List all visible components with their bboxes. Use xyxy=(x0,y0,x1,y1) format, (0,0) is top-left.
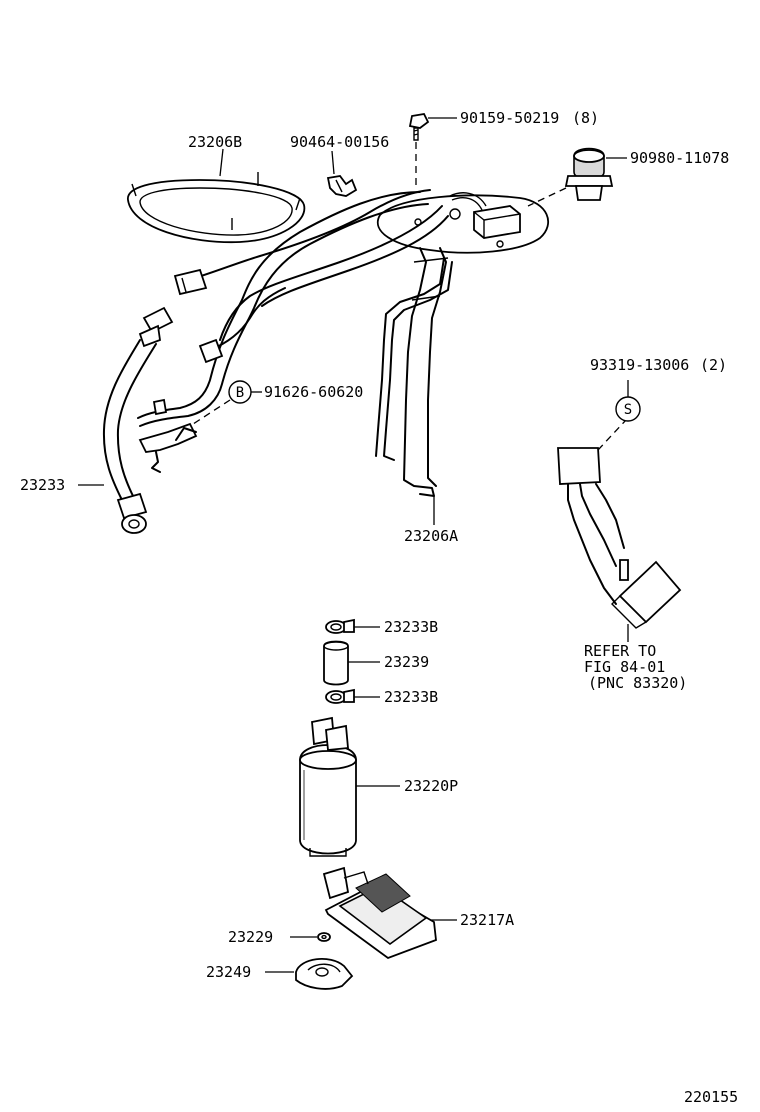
fuel-pump-23220p[interactable] xyxy=(299,716,357,857)
fuel-hose-23233[interactable] xyxy=(102,306,174,534)
label-bolt: 90159-50219 xyxy=(460,109,559,127)
leader-lines xyxy=(78,117,629,973)
label-refer-line2: FIG 84-01 xyxy=(584,658,665,676)
hose-clamp-upper-23233b[interactable] xyxy=(325,618,355,634)
screw-badge-s: S xyxy=(615,396,641,422)
fuel-sender-gauge[interactable] xyxy=(557,419,682,629)
label-sender-screw-qty: (2) xyxy=(700,356,727,374)
grommet-90980-11078[interactable] xyxy=(527,147,614,207)
label-refer-line1: REFER TO xyxy=(584,642,656,660)
label-hose-clamp-upper: 23233B xyxy=(384,618,438,636)
label-hose-clamp-lower: 23233B xyxy=(384,688,438,706)
label-bolt-qty: (8) xyxy=(572,109,599,127)
pump-hose-23239[interactable] xyxy=(323,640,349,686)
suction-plate-23206a[interactable] xyxy=(137,189,550,497)
clamp-90464-00156[interactable] xyxy=(326,175,358,197)
label-sender-screw: 93319-13006 xyxy=(590,356,689,374)
label-pump-hose: 23239 xyxy=(384,653,429,671)
hose-clamp-lower-23233b[interactable] xyxy=(325,688,355,704)
filter-ring-23229[interactable] xyxy=(317,932,331,942)
svg-text:S: S xyxy=(624,402,632,418)
cushion-23249[interactable] xyxy=(295,958,354,990)
label-cushion: 23249 xyxy=(206,963,251,981)
bolt-90159-50219[interactable] xyxy=(408,113,430,186)
bolt-badge-b: B xyxy=(228,380,252,404)
label-clamp: 90464-00156 xyxy=(290,133,389,151)
label-refer-line3: (PNC 83320) xyxy=(588,674,687,692)
label-filter: 23217A xyxy=(460,911,514,929)
svg-text:B: B xyxy=(236,385,244,401)
label-filter-ring: 23229 xyxy=(228,928,273,946)
label-grommet: 90980-11078 xyxy=(630,149,729,167)
label-bracket-bolt: 91626-60620 xyxy=(264,383,363,401)
label-fuel-hose: 23233 xyxy=(20,476,65,494)
label-suction-plate: 23206A xyxy=(404,527,458,545)
label-gasket: 23206B xyxy=(188,133,242,151)
label-fuel-pump: 23220P xyxy=(404,777,458,795)
filter-23217a[interactable] xyxy=(322,866,437,960)
gasket-23206b[interactable] xyxy=(127,172,306,244)
diagram-id: 220155 xyxy=(684,1088,738,1106)
